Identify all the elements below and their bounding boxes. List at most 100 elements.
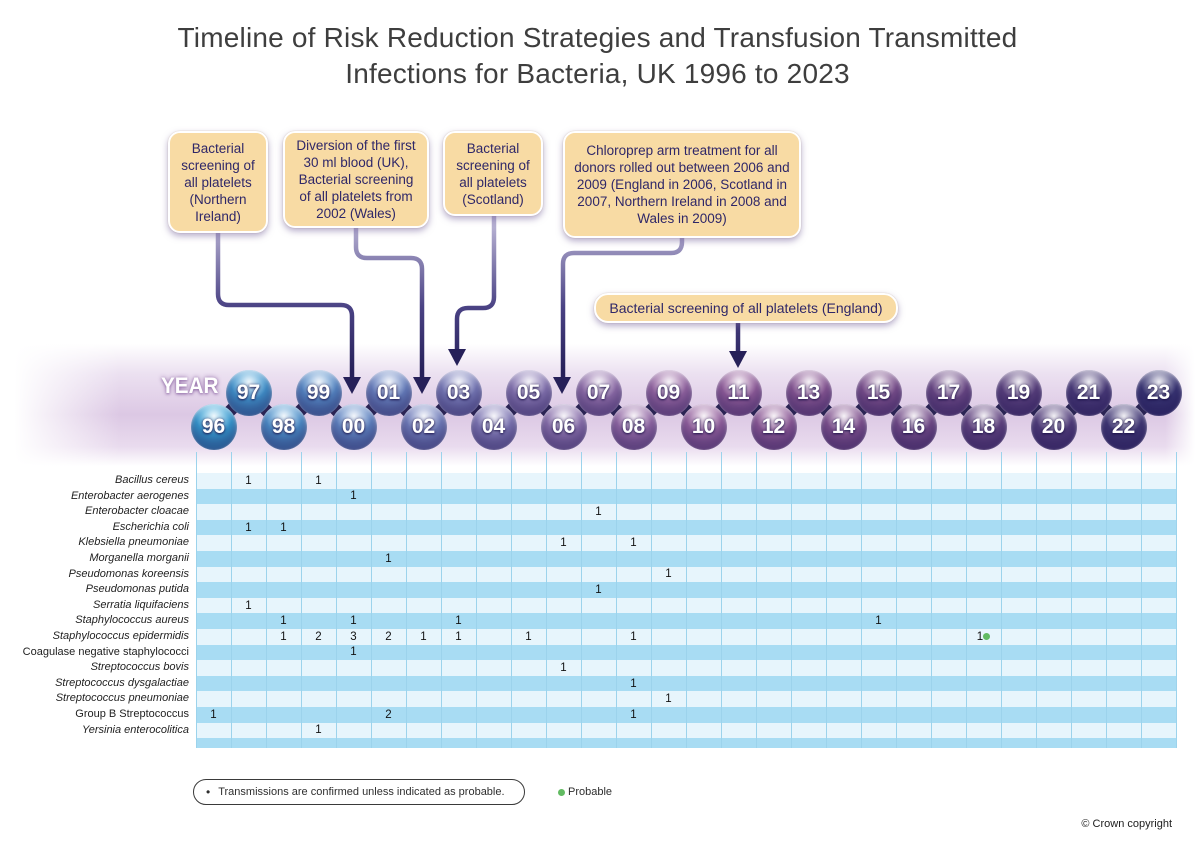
year-ball-label: 96 — [201, 415, 226, 438]
grid-line — [301, 452, 302, 748]
grid-line — [1176, 452, 1177, 748]
year-ball: 12 — [750, 404, 797, 450]
year-ball: 20 — [1030, 404, 1077, 450]
year-ball: 04 — [470, 404, 517, 450]
cell-count: 1 — [455, 630, 462, 643]
legend-probable: Probable — [558, 779, 612, 805]
year-ball-label: 20 — [1041, 415, 1066, 438]
grid-line — [791, 452, 792, 748]
year-ball-label: 08 — [621, 415, 646, 438]
cell-count: 1 — [280, 630, 287, 643]
cell-count: 1 — [420, 630, 427, 643]
callout-england: Bacterial screening of all platelets (En… — [594, 293, 898, 323]
cell-count: 1 — [350, 615, 357, 628]
grid-line — [686, 452, 687, 748]
year-ball: 15 — [855, 370, 902, 416]
table-cell-value: 1 — [581, 582, 616, 598]
year-ball: 16 — [890, 404, 937, 450]
cell-count: 1 — [385, 552, 392, 565]
year-ball-label: 98 — [271, 415, 296, 438]
page-title-line2: Infections for Bacteria, UK 1996 to 2023 — [345, 58, 850, 89]
year-ball-label: 15 — [866, 381, 891, 404]
cell-count: 1 — [245, 521, 252, 534]
year-ball: 05 — [505, 370, 552, 416]
year-ball: 09 — [645, 370, 692, 416]
table-cell-value: 1 — [511, 629, 546, 645]
year-ball-label: 19 — [1006, 381, 1031, 404]
grid-line — [336, 452, 337, 748]
grid-line — [931, 452, 932, 748]
table-cell-value: 1 — [616, 535, 651, 551]
table-cell-value: 1 — [231, 520, 266, 536]
year-ball: 11 — [715, 370, 762, 416]
grid-line — [441, 452, 442, 748]
year-ball-label: 23 — [1146, 381, 1171, 404]
cell-count: 2 — [385, 630, 392, 643]
year-ball-label: 03 — [446, 381, 471, 404]
cell-count: 1 — [315, 474, 322, 487]
table-cell-value: 1 — [406, 629, 441, 645]
year-ball: 01 — [365, 370, 412, 416]
grid-line — [371, 452, 372, 748]
table-cell-value: 1 — [266, 629, 301, 645]
row-label: Streptococcus pneumoniae — [55, 692, 189, 705]
grid-line — [511, 452, 512, 748]
cell-count: 1 — [630, 630, 637, 643]
year-ball-label: 06 — [551, 415, 576, 438]
callout-chloroprep: Chloroprep arm treatment for all donors … — [563, 131, 801, 238]
year-ball: 99 — [295, 370, 342, 416]
callout-scotland: Bacterial screening of all platelets (Sc… — [443, 131, 543, 216]
year-ball-label: 21 — [1076, 381, 1101, 404]
row-label: Streptococcus bovis — [90, 661, 189, 674]
year-ball: 19 — [995, 370, 1042, 416]
row-label: Staphylococcus aureus — [75, 614, 189, 627]
year-ball: 07 — [575, 370, 622, 416]
cell-count: 1 — [630, 708, 637, 721]
table-cell-value: 1 — [616, 707, 651, 723]
grid-line — [1071, 452, 1072, 748]
year-ball: 97 — [225, 370, 272, 416]
year-ball-label: 22 — [1111, 415, 1136, 438]
year-ball: 98 — [260, 404, 307, 450]
year-ball: 23 — [1135, 370, 1182, 416]
row-label: Bacillus cereus — [115, 474, 189, 486]
year-ball-label: 13 — [796, 381, 821, 404]
grid-line — [1106, 452, 1107, 748]
table-cell-value: 2 — [301, 629, 336, 645]
row-label: Staphylococcus epidermidis — [52, 630, 189, 642]
year-ball: 21 — [1065, 370, 1112, 416]
cell-count: 1 — [525, 630, 532, 643]
year-ball: 00 — [330, 404, 377, 450]
row-label: Klebsiella pneumoniae — [78, 536, 189, 549]
legend-note-box: • Transmissions are confirmed unless ind… — [193, 779, 525, 805]
year-ball: 08 — [610, 404, 657, 450]
table-cell-value: 3 — [336, 629, 371, 645]
grid-line — [651, 452, 652, 748]
year-ball: 10 — [680, 404, 727, 450]
year-ball-label: 05 — [516, 381, 541, 404]
callout-northern-ireland: Bacterial screening of all platelets (No… — [168, 131, 268, 233]
cell-count: 1 — [875, 615, 882, 628]
cell-count: 1 — [595, 583, 602, 596]
year-ball-label: 18 — [971, 415, 996, 438]
row-label: Escherichia coli — [112, 520, 189, 533]
legend-note-text: Transmissions are confirmed unless indic… — [218, 786, 505, 798]
cell-count: 1 — [315, 724, 322, 737]
grid-line — [1036, 452, 1037, 748]
year-ball: 22 — [1100, 404, 1147, 450]
table-cell-value: 1 — [231, 598, 266, 614]
grid-line — [756, 452, 757, 748]
row-label: Coagulase negative staphylococci — [22, 645, 189, 658]
timeline-band-fade-left — [0, 344, 120, 466]
year-ball: 14 — [820, 404, 867, 450]
year-ball-label: 00 — [341, 415, 366, 438]
year-ball-label: 97 — [236, 381, 261, 404]
grid-line — [721, 452, 722, 748]
table-cell-value: 1 — [336, 489, 371, 505]
year-ball-label: 11 — [727, 381, 750, 404]
bullet-icon: • — [206, 785, 211, 799]
grid-line — [966, 452, 967, 748]
table-cell-value: 1 — [196, 707, 231, 723]
table-cell-value: 1 — [616, 676, 651, 692]
cell-count: 1 — [245, 474, 252, 487]
